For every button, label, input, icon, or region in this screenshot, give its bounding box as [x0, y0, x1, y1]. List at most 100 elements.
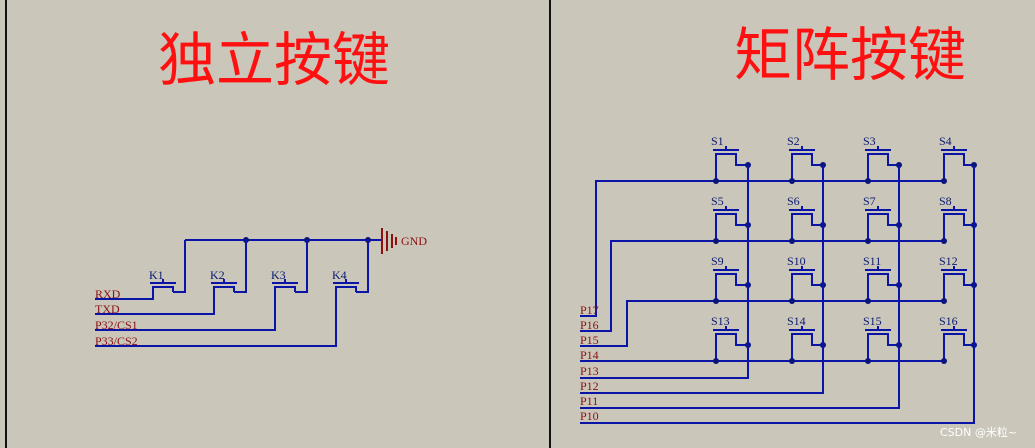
switch-contact — [867, 153, 889, 159]
switch-contact — [943, 273, 965, 279]
net-label-p14: P14 — [580, 348, 599, 362]
switch-k1 — [150, 279, 176, 292]
switch-contact — [715, 273, 737, 279]
net-wire — [95, 292, 276, 331]
junction-dot — [789, 178, 795, 184]
title-independent-keys: 独立按键 — [158, 26, 390, 94]
switch-s10 — [789, 266, 815, 279]
switch-contact — [943, 333, 965, 339]
switch-label-s13: S13 — [711, 314, 730, 328]
switch-to-ground-wire — [173, 240, 186, 293]
switch-label-s1: S1 — [711, 134, 724, 148]
switch-col-link — [887, 339, 899, 346]
junction-dot — [941, 178, 947, 184]
switch-k2 — [211, 279, 237, 292]
switch-s3 — [865, 146, 891, 159]
switch-s15 — [865, 326, 891, 339]
watermark: CSDN @米粒~ — [940, 425, 1017, 439]
switch-to-ground-wire — [295, 240, 308, 293]
switch-s12 — [941, 266, 967, 279]
net-label-1: TXD — [95, 302, 120, 316]
switch-col-link — [887, 219, 899, 226]
junction-dot — [865, 358, 871, 364]
title-matrix-keys: 矩阵按键 — [734, 21, 966, 89]
switch-contact — [867, 273, 889, 279]
column-wire-0 — [580, 165, 749, 379]
junction-dot — [941, 238, 947, 244]
net-label-p15: P15 — [580, 333, 599, 347]
switch-col-link — [735, 339, 748, 346]
net-label-p16: P16 — [580, 318, 599, 332]
switch-contact — [791, 213, 813, 219]
net-label-p10: P10 — [580, 409, 599, 423]
net-label-p12: P12 — [580, 379, 599, 393]
switch-col-link — [811, 159, 823, 166]
switch-label-s14: S14 — [787, 314, 806, 328]
switch-contact — [791, 153, 813, 159]
switch-s11 — [865, 266, 891, 279]
switch-k3 — [272, 279, 298, 292]
switch-contact — [791, 333, 813, 339]
net-label-p13: P13 — [580, 364, 599, 378]
switch-k4 — [333, 279, 359, 292]
junction-dot — [941, 298, 947, 304]
switch-label-s15: S15 — [863, 314, 882, 328]
switch-contact — [867, 333, 889, 339]
ground-label: GND — [401, 234, 427, 248]
switch-contact — [274, 286, 296, 292]
net-wire — [95, 292, 337, 347]
switch-contact — [335, 286, 357, 292]
switch-s6 — [789, 206, 815, 219]
switch-to-ground-wire — [234, 240, 247, 293]
switch-contact — [943, 153, 965, 159]
junction-dot — [789, 358, 795, 364]
junction-dot — [713, 298, 719, 304]
ground-symbol — [381, 228, 397, 254]
switch-contact — [715, 213, 737, 219]
switch-s2 — [789, 146, 815, 159]
switch-label-s4: S4 — [939, 134, 952, 148]
switch-label-k1: K1 — [149, 268, 164, 282]
switch-label-s8: S8 — [939, 194, 952, 208]
row-wire-0 — [580, 180, 944, 317]
switch-col-link — [887, 279, 899, 286]
switch-label-s7: S7 — [863, 194, 876, 208]
column-wire-3 — [580, 165, 975, 424]
switch-contact — [213, 286, 235, 292]
net-label-0: RXD — [95, 287, 121, 301]
switch-label-k2: K2 — [210, 268, 225, 282]
switch-col-link — [963, 219, 974, 226]
column-wire-2 — [580, 165, 900, 409]
switch-label-s10: S10 — [787, 254, 806, 268]
switch-contact — [943, 213, 965, 219]
switch-s13 — [713, 326, 739, 339]
switch-s16 — [941, 326, 967, 339]
junction-dot — [865, 178, 871, 184]
switch-label-k3: K3 — [271, 268, 286, 282]
switch-s1 — [713, 146, 739, 159]
switch-s14 — [789, 326, 815, 339]
switch-label-s2: S2 — [787, 134, 800, 148]
switch-label-s9: S9 — [711, 254, 724, 268]
junction-dot — [713, 178, 719, 184]
switch-contact — [715, 333, 737, 339]
junction-dot — [941, 358, 947, 364]
switch-contact — [152, 286, 174, 292]
junction-dot — [789, 238, 795, 244]
switch-label-s12: S12 — [939, 254, 958, 268]
switch-col-link — [887, 159, 899, 166]
switch-col-link — [735, 159, 748, 166]
switch-to-ground-wire — [356, 240, 369, 293]
switch-label-s11: S11 — [863, 254, 881, 268]
switch-label-s3: S3 — [863, 134, 876, 148]
junction-dot — [865, 238, 871, 244]
switch-label-s16: S16 — [939, 314, 958, 328]
switch-col-link — [811, 339, 823, 346]
switch-col-link — [735, 279, 748, 286]
net-wire — [95, 292, 215, 315]
switch-s4 — [941, 146, 967, 159]
switch-s5 — [713, 206, 739, 219]
switch-label-k4: K4 — [332, 268, 347, 282]
